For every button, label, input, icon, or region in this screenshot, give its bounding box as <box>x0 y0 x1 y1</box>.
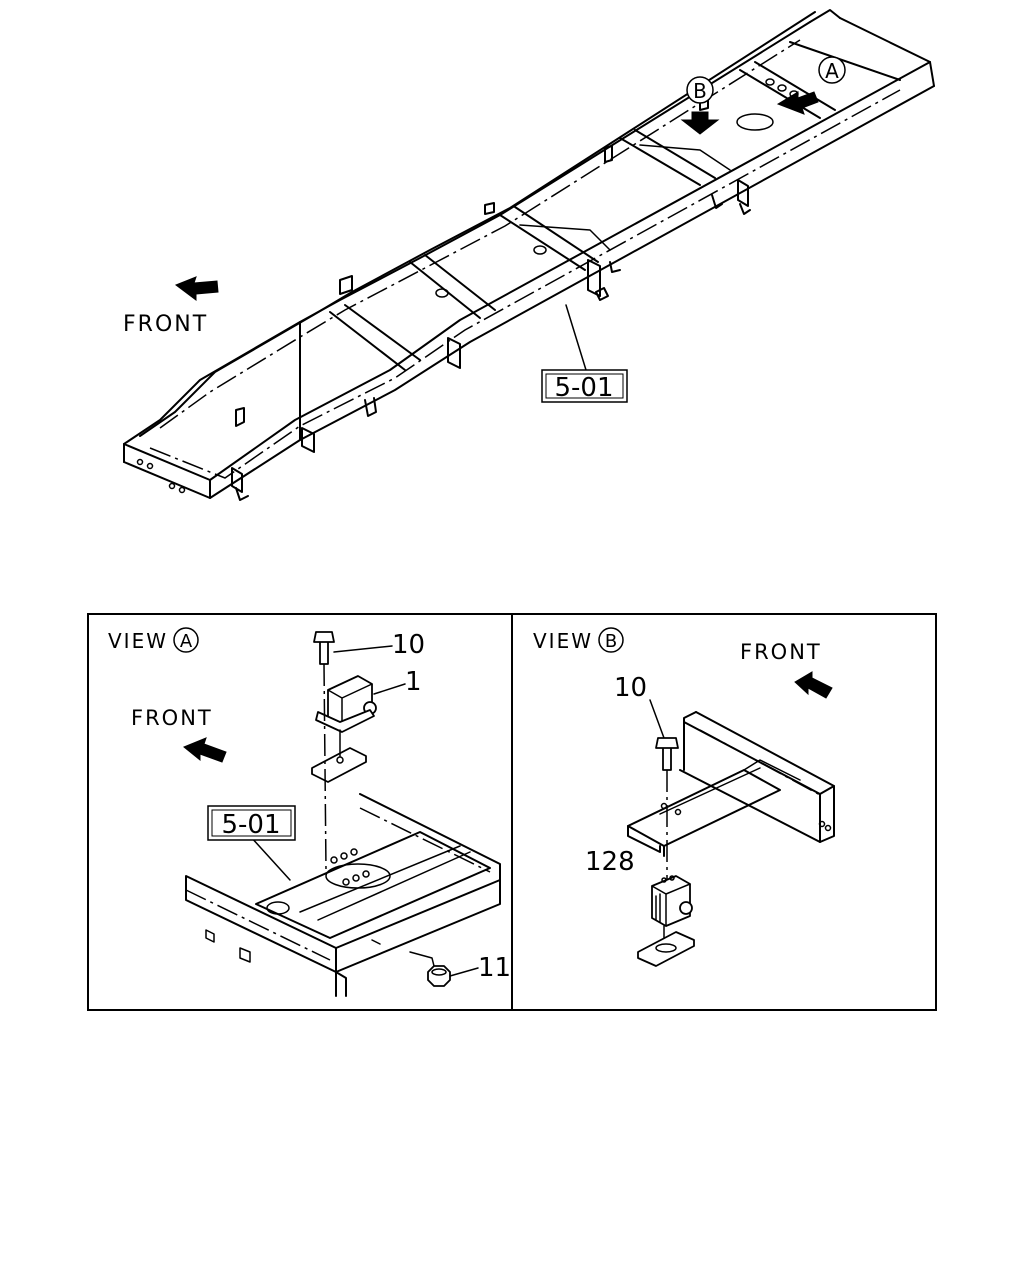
callout-a-circle[interactable] <box>818 56 846 84</box>
view-a-ref-label[interactable]: 5-01 <box>221 810 280 840</box>
ref-box-label[interactable]: 5-01 <box>554 373 613 403</box>
front-arrow-icon <box>174 276 219 301</box>
view-a-front-arrow-icon <box>183 737 227 763</box>
bracket-128-drawing <box>651 875 691 927</box>
callout-b-label[interactable]: B <box>693 79 707 103</box>
ref-leader-line <box>565 304 587 371</box>
view-b-part-10-label[interactable]: 10 <box>614 673 647 703</box>
view-b-plate-drawing <box>637 931 695 967</box>
view-b-title-letter: B <box>605 631 617 652</box>
view-a-arrow-icon <box>776 91 819 115</box>
nut-11-leader <box>449 967 479 977</box>
view-a-panel: VIEW A FRONT 10 1 <box>108 627 511 997</box>
callout-b-circle[interactable] <box>686 76 714 104</box>
view-b-front-label: FRONT <box>740 640 822 664</box>
view-b-bolt-drawing <box>655 737 679 771</box>
view-b-arrow-icon <box>680 111 720 135</box>
bolt-10-leader <box>333 645 393 653</box>
view-a-front-label: FRONT <box>131 706 213 730</box>
bolt-10-drawing <box>313 631 335 665</box>
view-b-panel: VIEW B FRONT 10 128 <box>533 627 835 967</box>
part-1-label[interactable]: 1 <box>405 667 422 697</box>
view-a-title: VIEW <box>108 629 168 653</box>
view-b-bolt-leader <box>649 699 665 739</box>
bracket-1-leader <box>373 683 406 695</box>
callout-a-label[interactable]: A <box>825 59 839 83</box>
part-11-label[interactable]: 11 <box>478 953 511 983</box>
view-a-ref-box[interactable] <box>207 805 296 841</box>
view-a-ref-box-inner <box>211 809 292 837</box>
view-a-title-letter: A <box>180 631 193 652</box>
part-10-label[interactable]: 10 <box>392 630 425 660</box>
overview-front-label: FRONT <box>123 312 208 337</box>
ref-box-inner-border <box>545 373 624 399</box>
view-a-title-circle <box>173 627 199 653</box>
view-b-title: VIEW <box>533 629 593 653</box>
mount-plate-drawing <box>311 747 367 783</box>
view-b-title-circle <box>598 627 624 653</box>
view-a-ref-leader <box>249 835 291 881</box>
view-b-part-128-label[interactable]: 128 <box>585 847 635 877</box>
view-b-front-arrow-icon <box>794 671 833 699</box>
ref-box-5-01[interactable] <box>541 369 628 403</box>
chassis-frame-drawing <box>123 9 935 501</box>
